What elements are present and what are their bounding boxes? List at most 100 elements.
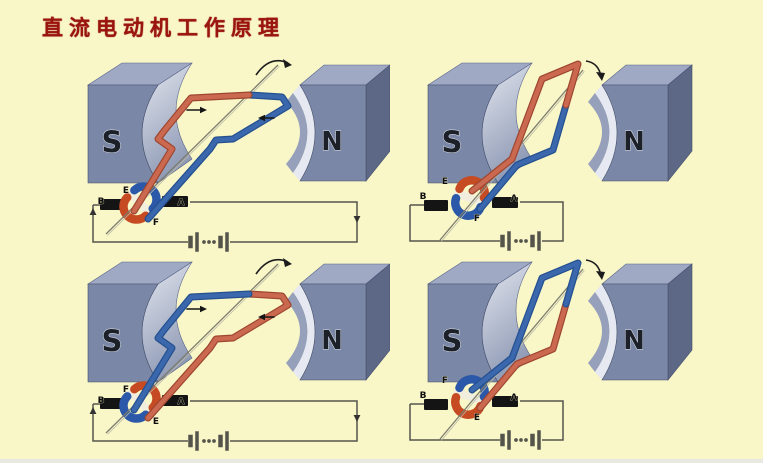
rotation-arrowhead-icon [596,271,605,280]
circuit-arrow-up-icon [89,208,97,215]
circuit-wire [409,396,564,450]
commutator-label-right: A [511,194,518,204]
magnet-n-concave-shade [588,93,610,173]
battery-icon [188,232,229,252]
commutator-label-left: B [98,396,105,406]
commutator-gap [453,188,487,208]
brush-left [100,398,122,409]
rotation-arrow-icon [255,59,289,76]
pole-label-n: N [321,326,343,356]
circuit-wire-right [190,400,358,442]
magnet-n-concave-highlight [293,85,315,181]
coil-back-conductor [477,301,569,411]
rotation-arrowhead-icon [283,258,292,267]
commutator-label-left: B [98,197,105,207]
brush-right [492,197,518,208]
battery-icon [188,431,229,451]
page-title: 直流电动机工作原理 [42,16,285,40]
coil-front-conductor [131,291,252,413]
commutator-label-top: F [123,385,129,395]
brush-left [424,399,448,410]
magnet-s: S [426,62,534,184]
bottom-edge-strip [0,459,763,463]
circuit-wire [89,196,361,252]
circuit-wire-left [92,205,188,243]
commutator-label-bottom: F [474,214,480,224]
commutator-label-right: A [178,397,185,407]
magnet-n-front-face [299,84,367,182]
pole-label-s: S [442,324,463,358]
commutator-label-bottom: E [153,417,159,427]
commutator-label-left: B [420,192,427,202]
circuit-arrow-down-icon [353,216,361,223]
coil-back-conductor [145,92,291,222]
magnet-n: N [588,64,693,182]
commutator-label-top: E [123,186,129,196]
rotation-arrowhead-icon [283,59,292,68]
magnet-n-concave-highlight [595,284,617,380]
magnet-n-concave-shade [588,292,610,372]
circuit-wire-left [409,205,500,242]
rotation-arrow-icon [255,258,289,275]
circuit-wire [409,197,564,251]
brush-left [424,200,448,211]
circuit-wire [89,395,361,451]
current-arrowhead-left-icon [258,313,265,321]
circuit-wire-right [190,201,358,243]
magnet-n: N [286,263,390,381]
battery-icon [500,231,541,251]
commutator-half-back [130,381,161,412]
commutator-half-front [455,375,489,401]
battery-icon [500,430,541,450]
pole-label-s: S [102,125,123,159]
magnet-s: S [86,62,194,184]
commutator-half-back [130,182,161,213]
coil [468,259,582,412]
magnet-n-front-face [299,283,367,381]
magnet-n-side-face [667,263,693,381]
panel-top-right: S N E B A F [409,60,693,251]
commutator-half-front [455,176,489,202]
current-arrowhead-left-icon [258,114,265,122]
pole-label-s: S [102,324,123,358]
coil [130,91,292,223]
circuit-arrow-up-icon [89,407,97,414]
coil-front-conductor [469,260,581,393]
magnet-n-concave-shade [286,93,308,173]
magnet-n-side-face [667,64,693,182]
pole-label-s: S [442,125,463,159]
magnet-n-front-face [601,84,669,182]
pole-label-n: N [623,127,645,157]
commutator-label-top: E [442,177,448,187]
magnet-n-side-face [365,263,390,381]
commutator-label-top: F [442,376,448,386]
commutator-label-bottom: E [474,413,480,423]
commutator-label-left: B [420,391,427,401]
circuit-wire-right [520,400,564,441]
coil [468,60,582,213]
commutator-label-right: A [511,393,518,403]
rotation-arrowhead-icon [596,72,605,81]
magnet-n-concave-shade [286,292,308,372]
magnet-n: N [286,64,390,182]
commutator-gap [453,387,487,407]
magnet-n-front-face [601,283,669,381]
commutator-label-bottom: F [153,218,159,228]
panel-bottom-left: S N F B A E [86,258,390,451]
coil-back-conductor [477,102,569,212]
coil-back-conductor [145,291,291,421]
coil-front-conductor [131,92,252,214]
coil [130,290,292,422]
magnet-n-side-face [365,64,390,182]
coil-front-conductor [469,61,581,194]
circuit-wire-left [409,404,500,441]
magnet-n-concave-highlight [293,284,315,380]
pole-label-n: N [321,127,343,157]
current-arrowhead-right-icon [200,106,207,114]
circuit-wire-left [92,404,188,442]
current-arrowhead-right-icon [200,305,207,313]
magnet-n-concave-highlight [595,85,617,181]
magnet-n: N [588,263,693,381]
